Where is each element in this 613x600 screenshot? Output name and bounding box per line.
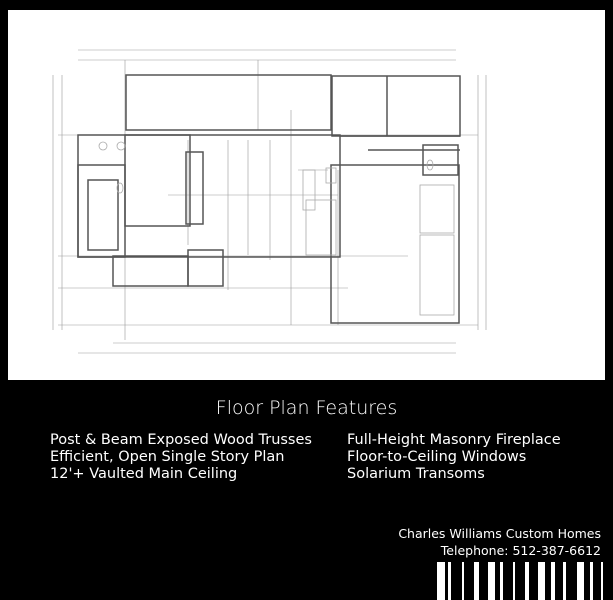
barcode-bar xyxy=(551,562,555,600)
features-left-list: Post & Beam Exposed Wood Trusses Efficie… xyxy=(50,432,312,483)
floor-plan-drawing xyxy=(8,10,605,380)
company-info: Charles Williams Custom Homes Telephone:… xyxy=(398,525,601,559)
fixtures xyxy=(98,141,455,316)
feature-item: Floor-to-Ceiling Windows xyxy=(347,449,527,465)
barcode-bar xyxy=(601,562,603,600)
barcode-bar xyxy=(590,562,593,600)
feature-item: Efficient, Open Single Story Plan xyxy=(50,449,285,465)
barcode-bar xyxy=(513,562,515,600)
feature-item: Solarium Transoms xyxy=(347,466,485,482)
floor-plan-svg xyxy=(52,49,487,354)
barcode-bar xyxy=(525,562,529,600)
company-phone: Telephone: 512-387-6612 xyxy=(440,543,601,558)
barcode-bar xyxy=(462,562,464,600)
barcode-bar xyxy=(563,562,566,600)
company-name: Charles Williams Custom Homes xyxy=(398,526,601,541)
barcode-bar xyxy=(500,562,503,600)
barcode-bar xyxy=(448,562,451,600)
barcode-bar xyxy=(538,562,545,600)
barcode-bar xyxy=(474,562,479,600)
features-right-list: Full-Height Masonry Fireplace Floor-to-C… xyxy=(347,432,561,483)
page-title: Floor Plan Features xyxy=(215,397,398,419)
walls xyxy=(77,74,461,324)
feature-item: 12'+ Vaulted Main Ceiling xyxy=(50,466,238,482)
feature-item: Post & Beam Exposed Wood Trusses xyxy=(50,432,312,448)
barcode-bar xyxy=(488,562,495,600)
feature-item: Full-Height Masonry Fireplace xyxy=(347,432,561,448)
barcode-bar xyxy=(437,562,445,600)
barcode-bar xyxy=(577,562,584,600)
